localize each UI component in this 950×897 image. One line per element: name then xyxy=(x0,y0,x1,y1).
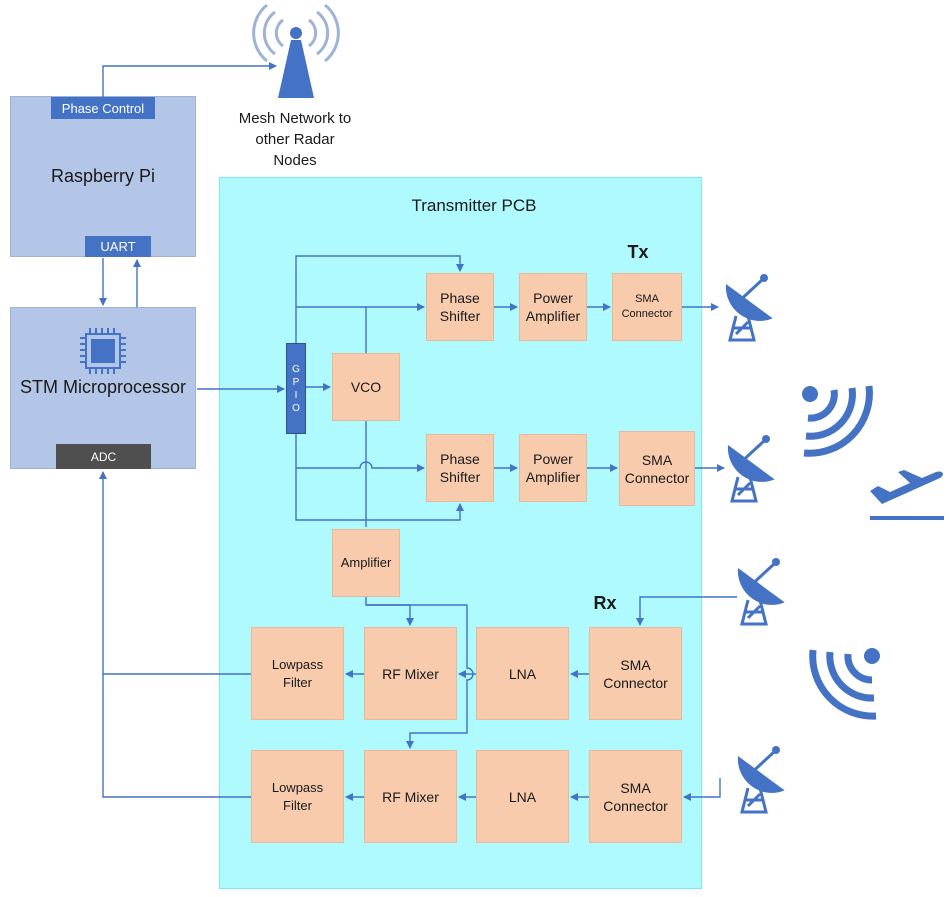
block-line: Power xyxy=(533,290,573,306)
sma-connector-tx-1: SMA Connector xyxy=(612,273,682,341)
block-line: Shifter xyxy=(439,308,481,324)
rf-mixer-2: RF Mixer xyxy=(364,750,457,843)
lna-2: LNA xyxy=(476,750,569,843)
uart-tag: UART xyxy=(85,236,151,257)
block-line: Lowpass xyxy=(271,779,324,795)
mesh-label-line: Nodes xyxy=(273,152,317,169)
block-line: Power xyxy=(533,451,573,467)
sma-connector-rx-2: SMA Connector xyxy=(589,750,682,843)
block-line: Amplifier xyxy=(525,308,581,324)
mesh-label-line: Mesh Network to xyxy=(238,110,352,127)
block-line: SMA xyxy=(635,293,659,305)
sma-connector-rx-1: SMA Connector xyxy=(589,627,682,720)
lna-1: LNA xyxy=(476,627,569,720)
raspberry-pi-box xyxy=(10,96,196,257)
block-line: Lowpass xyxy=(271,656,324,672)
power-amplifier-2: Power Amplifier xyxy=(519,434,587,502)
tx-section-label: Tx xyxy=(627,242,649,262)
gpio-letter: P xyxy=(292,376,300,388)
gpio-letter: O xyxy=(292,402,300,414)
lowpass-filter-1: Lowpass Filter xyxy=(251,627,344,720)
phase-control-tag: Phase Control xyxy=(51,97,155,119)
block-line: SMA xyxy=(641,451,673,468)
adc-tag: ADC xyxy=(56,444,151,469)
gpio-bar: G P I O xyxy=(286,343,306,434)
vco-block: VCO xyxy=(332,353,400,421)
block-line: Phase xyxy=(440,290,480,306)
block-line: Connector xyxy=(621,308,673,320)
stm-title: STM Microprocessor xyxy=(19,377,187,397)
block-line: Connector xyxy=(603,797,668,814)
raspberry-pi-title: Raspberry Pi xyxy=(50,166,156,186)
phase-shifter-1: Phase Shifter xyxy=(426,273,494,341)
rx-section-label: Rx xyxy=(593,593,617,613)
mesh-label-line: other Radar xyxy=(255,131,335,148)
block-line: Phase xyxy=(440,451,480,467)
lowpass-filter-2: Lowpass Filter xyxy=(251,750,344,843)
block-line: Amplifier xyxy=(525,469,581,485)
block-line: Connector xyxy=(624,469,690,486)
pcb-title: Transmitter PCB xyxy=(411,196,537,215)
phase-shifter-2: Phase Shifter xyxy=(426,434,494,502)
block-line: SMA xyxy=(620,779,651,796)
block-line: Connector xyxy=(603,674,668,691)
block-line: Filter xyxy=(283,674,312,690)
amplifier-block: Amplifier xyxy=(332,529,400,597)
power-amplifier-1: Power Amplifier xyxy=(519,273,587,341)
rf-mixer-1: RF Mixer xyxy=(364,627,457,720)
block-line: Filter xyxy=(283,797,312,813)
block-line: SMA xyxy=(620,656,651,673)
sma-connector-tx-2: SMA Connector xyxy=(619,431,695,506)
mesh-network-label: Mesh Network to other Radar Nodes xyxy=(220,108,370,171)
gpio-letter: I xyxy=(294,389,298,401)
gpio-letter: G xyxy=(292,363,300,375)
block-line: Shifter xyxy=(439,469,481,485)
